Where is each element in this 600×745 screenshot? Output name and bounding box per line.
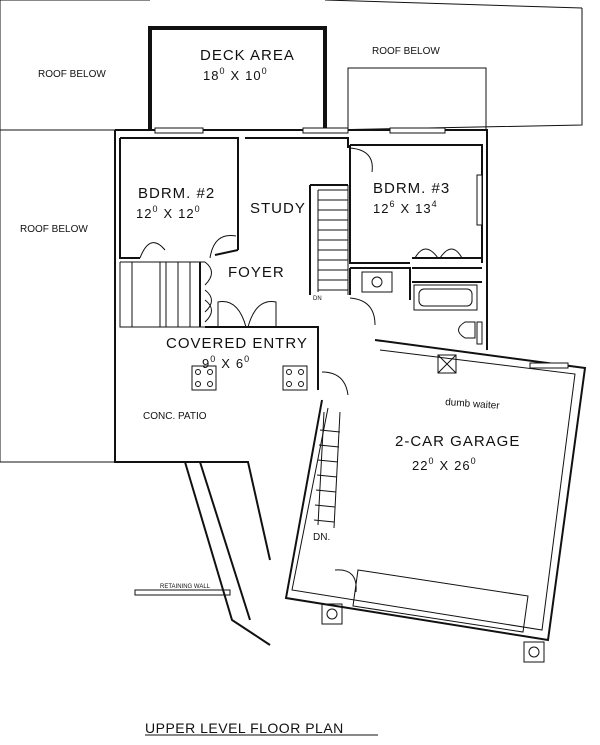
garage-inner [291, 349, 576, 631]
covered-entry-label: COVERED ENTRY [166, 335, 308, 352]
column-right-dot [286, 381, 292, 387]
column-left-dot [195, 369, 201, 375]
bath-tub-inner [418, 288, 473, 307]
stair-treads-garage [313, 411, 341, 529]
study-window [302, 127, 349, 134]
garage-outer [284, 339, 587, 642]
column-left-dot [195, 381, 201, 387]
retaining-wall [134, 589, 231, 596]
roof-outline-chimney [347, 67, 487, 131]
bdrm2-window [154, 127, 204, 134]
garage-door [352, 569, 529, 633]
column-right-dot [298, 369, 304, 375]
foyer-label: FOYER [228, 264, 285, 281]
dumb-waiter-x [437, 354, 457, 374]
plan-title: UPPER LEVEL FLOOR PLAN [145, 720, 344, 736]
column-left-dot [207, 381, 213, 387]
foyer-walls [199, 262, 319, 390]
entry-double-door [217, 301, 277, 328]
roof-outline-top [0, 0, 583, 131]
dumb-waiter-label: dumb waiter [445, 397, 501, 412]
dn-main-label: DN [313, 296, 322, 302]
column-left [191, 365, 217, 391]
study-label: STUDY [250, 200, 306, 217]
house-outer-wall [114, 129, 488, 463]
bdrm2-label: BDRM. #2 [138, 185, 215, 202]
roof-below-side-label: ROOF BELOW [20, 224, 88, 235]
garage-stair-door [334, 569, 357, 593]
deck-area-outline [148, 26, 327, 130]
column-right-dot [298, 381, 304, 387]
bdrm3-side-window [476, 174, 483, 226]
bdrm3-window [389, 127, 446, 134]
closet-door-swings [204, 261, 212, 313]
closet-lines [119, 261, 205, 328]
study-walls [245, 137, 349, 295]
bdrm2-door-swing [139, 234, 237, 259]
garage-label: 2-CAR GARAGE [395, 433, 520, 450]
garage-post-right-circle [528, 646, 540, 658]
bath-walls [349, 267, 482, 300]
bath-window [476, 321, 483, 345]
column-left-dot [207, 369, 213, 375]
deck-area-label: DECK AREA [200, 47, 295, 64]
bdrm3-door-swing [349, 147, 373, 173]
bath-sink [361, 271, 393, 293]
garage-post-right [523, 641, 545, 663]
dn-garage-label: DN. [313, 532, 330, 543]
garage-post-left [321, 603, 343, 625]
bdrm3-closet-swings [414, 248, 463, 259]
dumb-waiter-box [437, 354, 457, 374]
bdrm2-walls [119, 137, 239, 259]
foyer-side-door [204, 299, 212, 323]
bdrm3-label: BDRM. #3 [373, 180, 450, 197]
roof-below-left-label: ROOF BELOW [38, 69, 106, 80]
roof-below-right-label: ROOF BELOW [372, 46, 440, 57]
garage-post-left-circle [326, 608, 338, 620]
column-right-dot [286, 369, 292, 375]
column-right [282, 365, 308, 391]
conc-patio-label: CONC. PATIO [143, 411, 207, 422]
entry-to-garage-door [321, 371, 349, 396]
stair-treads-main [317, 185, 349, 295]
bath-tub [413, 284, 478, 311]
patio-edge [184, 461, 271, 646]
retaining-wall-label: RETAINING WALL [160, 584, 211, 590]
bath-door-swing [349, 297, 376, 326]
bath-toilet [458, 321, 476, 339]
roof-outline-left [0, 129, 115, 463]
bath-sink-bowl [371, 276, 383, 288]
garage-window [529, 362, 569, 369]
